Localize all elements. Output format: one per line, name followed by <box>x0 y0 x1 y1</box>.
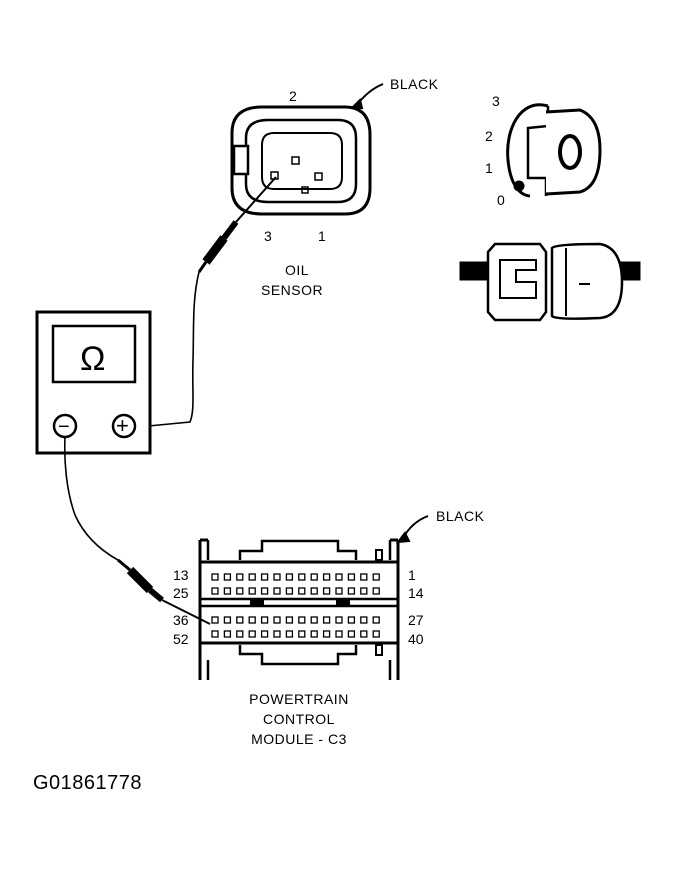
pcm-pin-cavity <box>260 630 269 638</box>
pcm-pin-cavity <box>322 616 331 624</box>
pcm-pin-25-label: 25 <box>173 585 189 601</box>
pcm-pin-27-label: 27 <box>408 612 424 628</box>
pcm-pin-cavity <box>372 587 380 595</box>
pcm-pin-cavity <box>310 573 318 581</box>
pcm-pin-cavity <box>335 616 343 624</box>
pcm-pin-cavity <box>260 573 269 581</box>
pcm-pin-cavity <box>322 630 331 638</box>
sensor-color-label: BLACK <box>390 76 439 92</box>
pcm-pin-cavity <box>372 630 380 638</box>
pcm-connector <box>198 538 400 680</box>
sensor-name-line2: SENSOR <box>261 282 323 298</box>
pcm-name-line2: CONTROL <box>263 711 335 727</box>
pcm-pin-cavity <box>335 573 343 581</box>
positive-test-lead <box>137 271 200 428</box>
pcm-pin-cavity <box>347 616 356 624</box>
sensor-pin-1-label: 1 <box>318 228 326 244</box>
negative-probe <box>117 558 211 625</box>
key-position-3: 3 <box>492 93 500 109</box>
key-position-1: 1 <box>485 160 493 176</box>
ignition-switch <box>506 103 602 198</box>
sensor-name-line1: OIL <box>285 262 309 278</box>
pcm-pin-cavity <box>298 630 306 638</box>
pcm-pin-cavity <box>360 587 368 595</box>
pcm-pin-cavity <box>310 587 318 595</box>
pcm-pin-cavity <box>372 573 380 581</box>
pcm-pin-cavity <box>360 630 368 638</box>
pcm-pin-cavity <box>298 573 306 581</box>
pcm-pin-cavity <box>273 587 281 595</box>
pcm-pin-cavity <box>310 630 318 638</box>
pcm-pin-cavity <box>360 616 368 624</box>
pcm-pin-cavity <box>347 573 356 581</box>
pcm-pin-cavity <box>211 573 219 581</box>
positive-terminal-symbol: + <box>116 413 129 438</box>
pcm-pin-cavity <box>223 630 232 638</box>
pcm-pin-1-label: 1 <box>408 567 416 583</box>
figure-code: G01861778 <box>33 772 142 794</box>
pcm-pin-cavity <box>285 587 294 595</box>
pcm-callout-arrow <box>395 515 429 544</box>
pcm-pin-cavity <box>322 573 331 581</box>
pcm-pin-cavity <box>248 573 256 581</box>
pcm-name-line1: POWERTRAIN <box>249 691 349 707</box>
pcm-pin-40-label: 40 <box>408 631 424 647</box>
key-position-0: 0 <box>497 192 505 208</box>
pcm-pin-cavity <box>223 587 232 595</box>
pcm-pin-cavity <box>310 616 318 624</box>
pcm-color-label: BLACK <box>436 508 485 524</box>
pcm-pin-14-label: 14 <box>408 585 424 601</box>
pcm-pin-cavity <box>273 616 281 624</box>
pcm-pin-cavity <box>285 630 294 638</box>
pcm-pin-cavity <box>298 587 306 595</box>
sensor-pin-2-label: 2 <box>289 88 297 104</box>
pcm-pin-cavity <box>260 587 269 595</box>
pcm-pin-52-label: 52 <box>173 631 189 647</box>
pcm-pin-13-label: 13 <box>173 567 189 583</box>
pcm-pin-cavity <box>236 616 244 624</box>
pcm-pin-cavity <box>211 616 219 624</box>
pcm-pin-cavity <box>335 630 343 638</box>
sensor-callout-arrow <box>349 83 384 109</box>
ohmmeter <box>35 310 152 455</box>
positive-probe <box>197 176 277 273</box>
pcm-pin-cavity <box>322 587 331 595</box>
pcm-pin-cavity <box>285 573 294 581</box>
ohm-symbol: Ω <box>80 340 105 378</box>
sensor-pin-3-label: 3 <box>264 228 272 244</box>
negative-terminal-symbol: − <box>58 416 70 438</box>
pcm-pin-cavity <box>372 616 380 624</box>
pcm-pin-cavity <box>236 573 244 581</box>
pcm-pin-cavity <box>223 616 232 624</box>
connector-pair <box>459 242 641 322</box>
key-position-2: 2 <box>485 128 493 144</box>
oil-sensor-connector <box>230 105 372 216</box>
pcm-pin-cavity <box>236 630 244 638</box>
pcm-pin-cavity <box>248 587 256 595</box>
pcm-pin-cavity <box>285 616 294 624</box>
pcm-pin-cavity <box>347 630 356 638</box>
pcm-pin-cavity <box>248 630 256 638</box>
pcm-pin-cavity <box>211 587 219 595</box>
pcm-pin-cavity <box>360 573 368 581</box>
pcm-pin-cavity <box>211 630 219 638</box>
pcm-pin-cavities <box>211 573 380 638</box>
pcm-pin-cavity <box>298 616 306 624</box>
pcm-pin-cavity <box>223 573 232 581</box>
negative-test-lead <box>63 436 119 561</box>
pcm-pin-cavity <box>347 587 356 595</box>
pcm-pin-36-label: 36 <box>173 612 189 628</box>
pcm-name-line3: MODULE - C3 <box>251 731 347 747</box>
pcm-pin-cavity <box>273 630 281 638</box>
pcm-pin-cavity <box>335 587 343 595</box>
pcm-pin-cavity <box>236 587 244 595</box>
pcm-pin-cavity <box>273 573 281 581</box>
pcm-pin-cavity <box>248 616 256 624</box>
pcm-pin-cavity <box>260 616 269 624</box>
